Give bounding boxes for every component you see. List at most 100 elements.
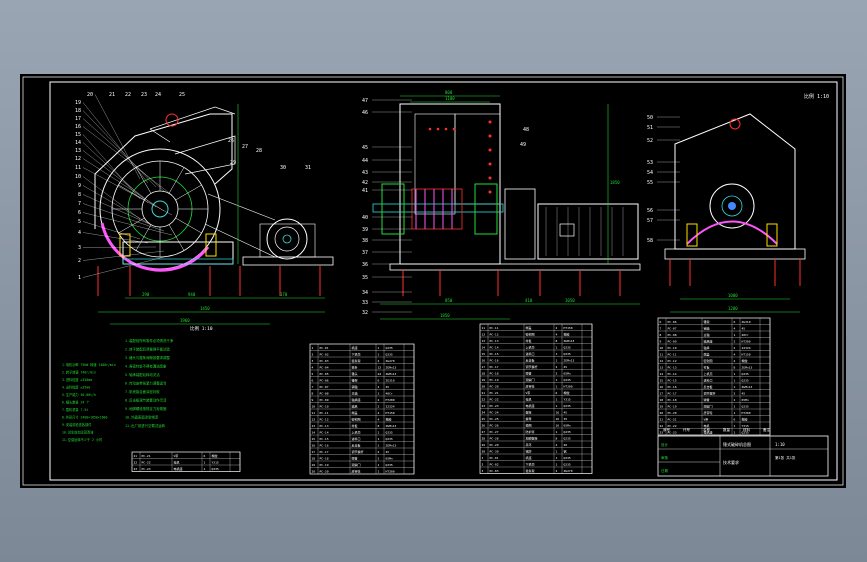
callout-number: 15 (75, 132, 81, 138)
table-cell: 15 (482, 352, 486, 356)
table-cell: 机座 (352, 345, 358, 350)
table-cell: 19 (312, 463, 316, 467)
table-cell: V带 (526, 390, 531, 395)
table-cell: 16 (556, 417, 560, 421)
leader-line (82, 158, 165, 212)
table-cell: 6 (734, 320, 736, 324)
table-cell: 21 (482, 391, 486, 395)
feed-chute (149, 106, 236, 130)
dimension-text: 1850 (440, 313, 450, 318)
table-cell: 21 (134, 454, 138, 458)
table-cell: Q235 (564, 378, 571, 382)
table-cell: 4 (734, 359, 736, 363)
requirement-line: 4.各密封处不得有漏油现象 (125, 364, 167, 369)
table-cell: 4 (556, 326, 558, 330)
table-cell: 22324 (386, 404, 395, 408)
leader-line (82, 102, 149, 184)
table-cell: 观察门 (526, 377, 535, 382)
table-cell: Y315 (564, 397, 571, 401)
table-cell: 18 (312, 456, 316, 460)
callout-number: 5 (78, 219, 81, 225)
table-cell: 1 (734, 333, 736, 337)
table-cell: 23 (660, 430, 664, 434)
callout-number: 48 (523, 127, 529, 133)
table-cell: 40Cr (386, 391, 393, 395)
table-cell: 2 (378, 359, 380, 363)
table-cell: 24 (378, 372, 382, 376)
callout-number: 16 (75, 124, 81, 130)
table-cell: 4 (556, 332, 558, 336)
base-plate (122, 258, 234, 265)
terminal-box (559, 223, 575, 237)
table-cell: 橡胶 (564, 390, 570, 395)
table-cell: 篦条架 (352, 358, 361, 363)
table-header: 代号 (683, 427, 691, 432)
table-cell: 1 (482, 456, 484, 460)
requirement-line: 11.出厂前进行空载试运转 (125, 423, 166, 428)
table-cell: 橡胶 (212, 453, 218, 458)
callout-number: 50 (647, 115, 653, 121)
callout-number: 28 (256, 148, 262, 154)
table-cell: 轴承座 (704, 338, 713, 343)
table-cell: PC-20 (320, 469, 329, 473)
end-rotor (709, 183, 755, 229)
bearing-housing (381, 183, 405, 235)
table-cell: 45 (742, 326, 746, 330)
table-cell: 20 (660, 411, 664, 415)
table-cell: 20 (564, 443, 568, 447)
v-belt (207, 193, 276, 221)
table-cell: 10 (660, 346, 664, 350)
table-cell: PC-18 (668, 398, 677, 402)
table-cell: 6 (204, 454, 206, 458)
table-cell: 45 (386, 450, 390, 454)
table-cell: 1 (734, 404, 736, 408)
table-cell: 2 (378, 398, 380, 402)
table-cell: ZGMn13 (742, 385, 753, 389)
table-cell: PC-21 (668, 417, 677, 421)
bolt (488, 162, 492, 166)
end-support (766, 223, 778, 247)
table-cell: 22 (482, 397, 486, 401)
table-cell: 密封圈 (704, 358, 713, 363)
table-cell: PC-23 (142, 467, 151, 471)
table-cell: 21 (660, 417, 664, 421)
table-cell: 主轴 (352, 390, 358, 395)
table-cell: 衬板 (352, 423, 358, 428)
table-cell: 1 (556, 430, 558, 434)
table-cell: PC-04 (320, 365, 329, 369)
table-cell: 1 (378, 437, 380, 441)
table-cell: Q235 (212, 467, 219, 471)
table-cell: 4 (556, 443, 558, 447)
table-cell: 2 (556, 371, 558, 375)
table-cell: PC-14 (320, 430, 329, 434)
callout-number: 36 (362, 262, 368, 268)
callout-number: 47 (362, 98, 368, 104)
breaker-plate (174, 135, 236, 175)
table-cell: 16 (556, 423, 560, 427)
table-cell: PC-11 (490, 326, 499, 330)
table-cell: 1 (734, 430, 736, 434)
drawing-name: 锤式破碎机总图 (723, 441, 751, 447)
table-cell: PC-11 (668, 352, 677, 356)
table-cell: 地脚螺栓 (526, 435, 538, 440)
table-cell: 1 (312, 346, 314, 350)
table-cell: 65Mn (742, 398, 749, 402)
callout-number: 42 (362, 180, 368, 186)
table-cell: 密封圈 (352, 416, 361, 421)
table-cell: 端盖 (526, 325, 532, 330)
table-cell: 22324 (742, 346, 751, 350)
dimension-text: 1850 (610, 180, 620, 185)
table-cell: 8 (378, 424, 380, 428)
table-cell: ZGMn13 (386, 372, 397, 376)
table-cell: PC-17 (490, 365, 499, 369)
requirements-title: 技术要求 (723, 459, 739, 465)
hammer (135, 167, 152, 194)
table-cell: 8 (734, 365, 736, 369)
table-cell: 螺栓 (526, 409, 532, 414)
table-cell: 衬板 (526, 338, 532, 343)
table-cell: PC-20 (490, 384, 499, 388)
callout-number: 54 (647, 170, 653, 176)
leader-line (82, 176, 141, 220)
hammer (135, 224, 152, 251)
